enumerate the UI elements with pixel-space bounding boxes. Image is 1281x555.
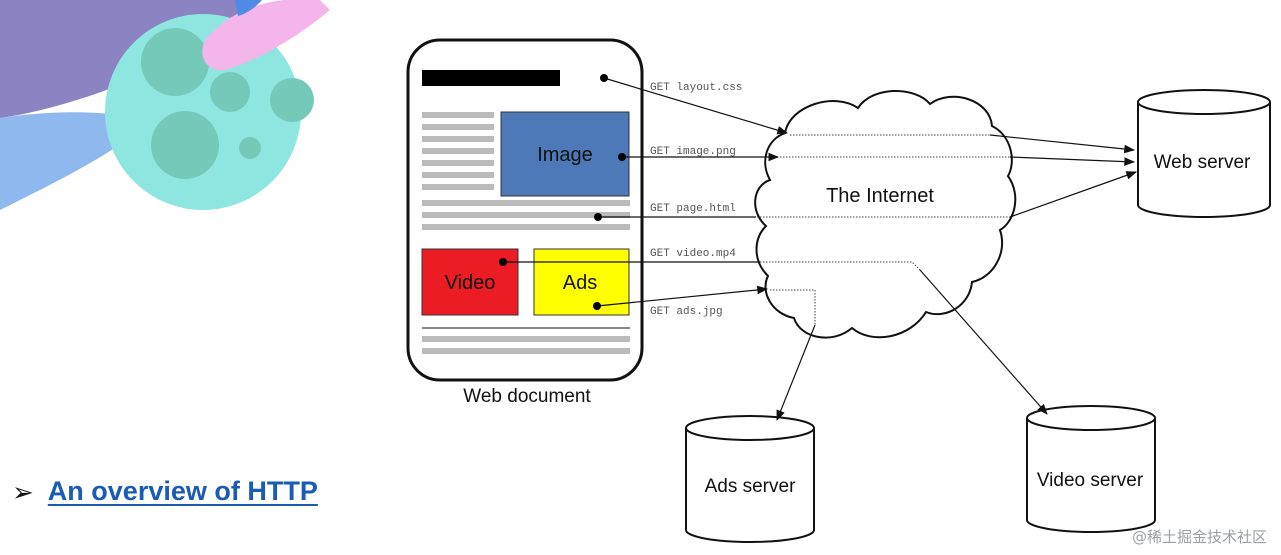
overview-link-row: ➢ An overview of HTTP — [12, 476, 318, 507]
video-block-label: Video — [445, 272, 496, 294]
document-header-bar — [422, 70, 560, 86]
video-server-label: Video server — [1037, 470, 1144, 491]
ads-server-label: Ads server — [705, 476, 796, 497]
request-label: GET video.mp4 — [650, 248, 736, 260]
request-label: GET layout.css — [650, 82, 742, 94]
blue-accent — [235, 0, 262, 16]
pink-ring — [202, 0, 330, 71]
text-lines-full — [422, 200, 630, 354]
cloud-routes — [757, 134, 1010, 325]
internet-cloud — [754, 90, 1017, 339]
request-arrow — [596, 285, 769, 307]
crater — [210, 72, 250, 112]
request-origin-dots — [499, 74, 626, 310]
internet-label: The Internet — [826, 185, 934, 207]
ads-server: Ads server — [685, 415, 815, 543]
crater — [141, 28, 209, 96]
video-server: Video server — [1026, 405, 1156, 533]
server-arrow — [776, 324, 816, 422]
text-lines-left — [422, 112, 494, 190]
web-document-label: Web document — [463, 386, 591, 407]
request-label: GET page.html — [650, 203, 736, 215]
request-arrows — [503, 77, 789, 307]
request-arrow — [603, 77, 789, 135]
crater — [239, 137, 261, 159]
server-arrows — [776, 134, 1138, 422]
ads-block-label: Ads — [563, 272, 597, 294]
image-block-label: Image — [537, 144, 593, 166]
server-arrow — [919, 269, 1048, 415]
crater — [270, 78, 314, 122]
watermark: @稀土掘金技术社区 — [1131, 528, 1267, 546]
image-block — [500, 111, 630, 197]
server-arrow — [1009, 171, 1138, 218]
server-arrow — [1009, 156, 1136, 166]
http-overview-link[interactable]: An overview of HTTP — [47, 476, 318, 506]
web-server-label: Web server — [1154, 152, 1251, 173]
web-server: Web server — [1137, 89, 1271, 218]
web-document-frame — [406, 38, 644, 382]
planet-decoration — [0, 0, 330, 210]
arrow-bullet-icon: ➢ — [12, 476, 34, 507]
request-label: GET image.png — [650, 146, 736, 158]
request-label: GET ads.jpg — [650, 306, 723, 318]
server-arrow — [989, 134, 1136, 154]
crater — [151, 111, 219, 179]
